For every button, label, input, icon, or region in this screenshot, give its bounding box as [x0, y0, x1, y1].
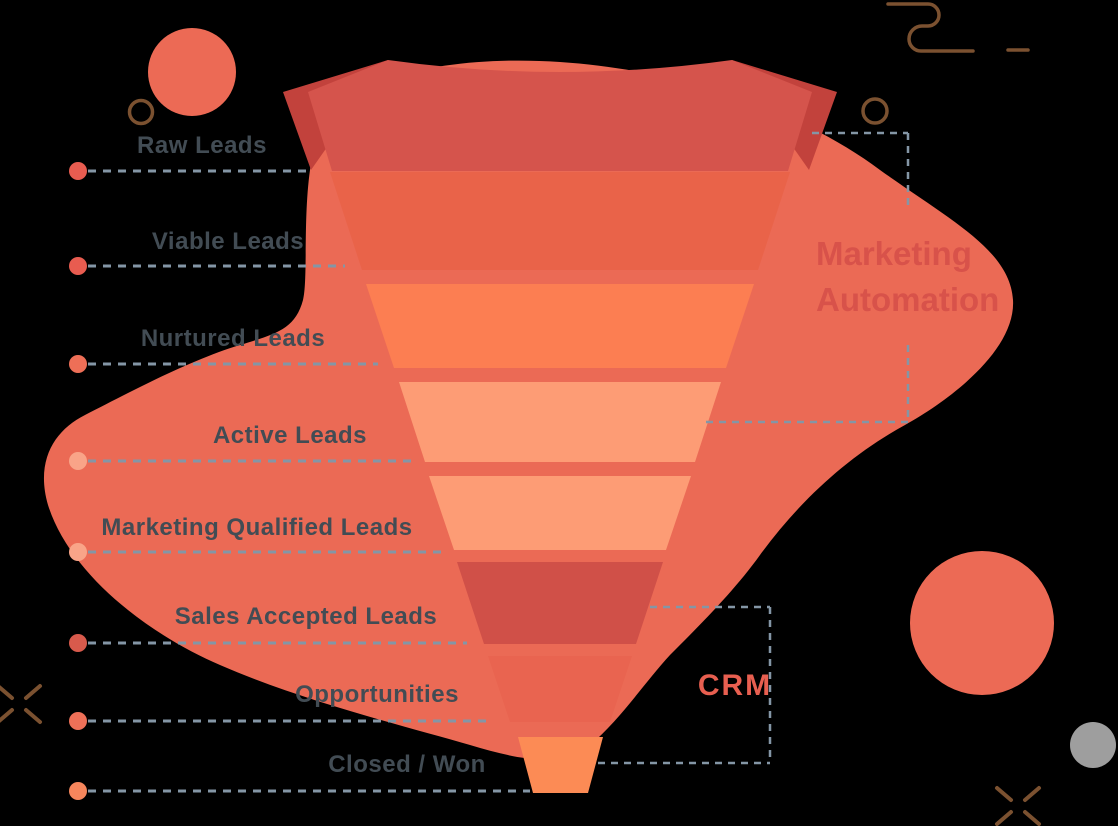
funnel-band-viable-leads — [330, 172, 790, 270]
crm-label: CRM — [697, 669, 773, 702]
stage-label-active-leads: Active Leads — [212, 422, 368, 449]
stage-label-marketing-qualified-leads: Marketing Qualified Leads — [101, 514, 413, 541]
ring-icon-top-right — [861, 97, 889, 125]
funnel-band-raw-leads — [308, 60, 812, 171]
leader-dot-closed-won — [69, 782, 87, 800]
coral-circle-top-left — [148, 28, 236, 116]
squiggle-icon — [886, 2, 975, 53]
coral-circle-right — [910, 551, 1054, 695]
stage-label-closed-won: Closed / Won — [328, 751, 486, 778]
stage-label-viable-leads: Viable Leads — [151, 228, 305, 255]
stage-label-opportunities: Opportunities — [295, 681, 459, 708]
leader-dot-sales-accepted-leads — [69, 634, 87, 652]
cross-icon-bottom-right — [995, 786, 1041, 826]
leader-dot-opportunities — [69, 712, 87, 730]
funnel-band-closed-won — [518, 737, 603, 793]
cross-icon-left — [0, 684, 42, 724]
crm-bracket — [598, 605, 772, 765]
stage-leader-dots — [69, 162, 87, 800]
stage-leader-lines — [88, 169, 530, 793]
brown-decorations — [0, 2, 1041, 826]
stage-label-raw-leads: Raw Leads — [137, 132, 267, 159]
ring-icon-top-left — [127, 98, 155, 126]
stage-label-sales-accepted-leads: Sales Accepted Leads — [174, 603, 438, 630]
leader-dot-active-leads — [69, 452, 87, 470]
marketing-automation-label: Marketing Automation — [816, 235, 1000, 318]
gray-circle-bottom-right — [1070, 722, 1116, 768]
funnel-band-sales-accepted-leads — [457, 562, 663, 644]
stage-label-nurtured-leads: Nurtured Leads — [140, 325, 326, 352]
marketing-automation-bracket — [706, 131, 910, 424]
funnel-band-active-leads — [399, 382, 721, 462]
leader-dot-marketing-qualified-leads — [69, 543, 87, 561]
funnel-band-nurtured-leads — [366, 284, 754, 368]
leader-dot-viable-leads — [69, 257, 87, 275]
funnel-band-opportunities — [488, 656, 632, 722]
leader-dot-nurtured-leads — [69, 355, 87, 373]
leader-dot-raw-leads — [69, 162, 87, 180]
funnel-band-marketing-qualified-leads — [429, 476, 691, 550]
